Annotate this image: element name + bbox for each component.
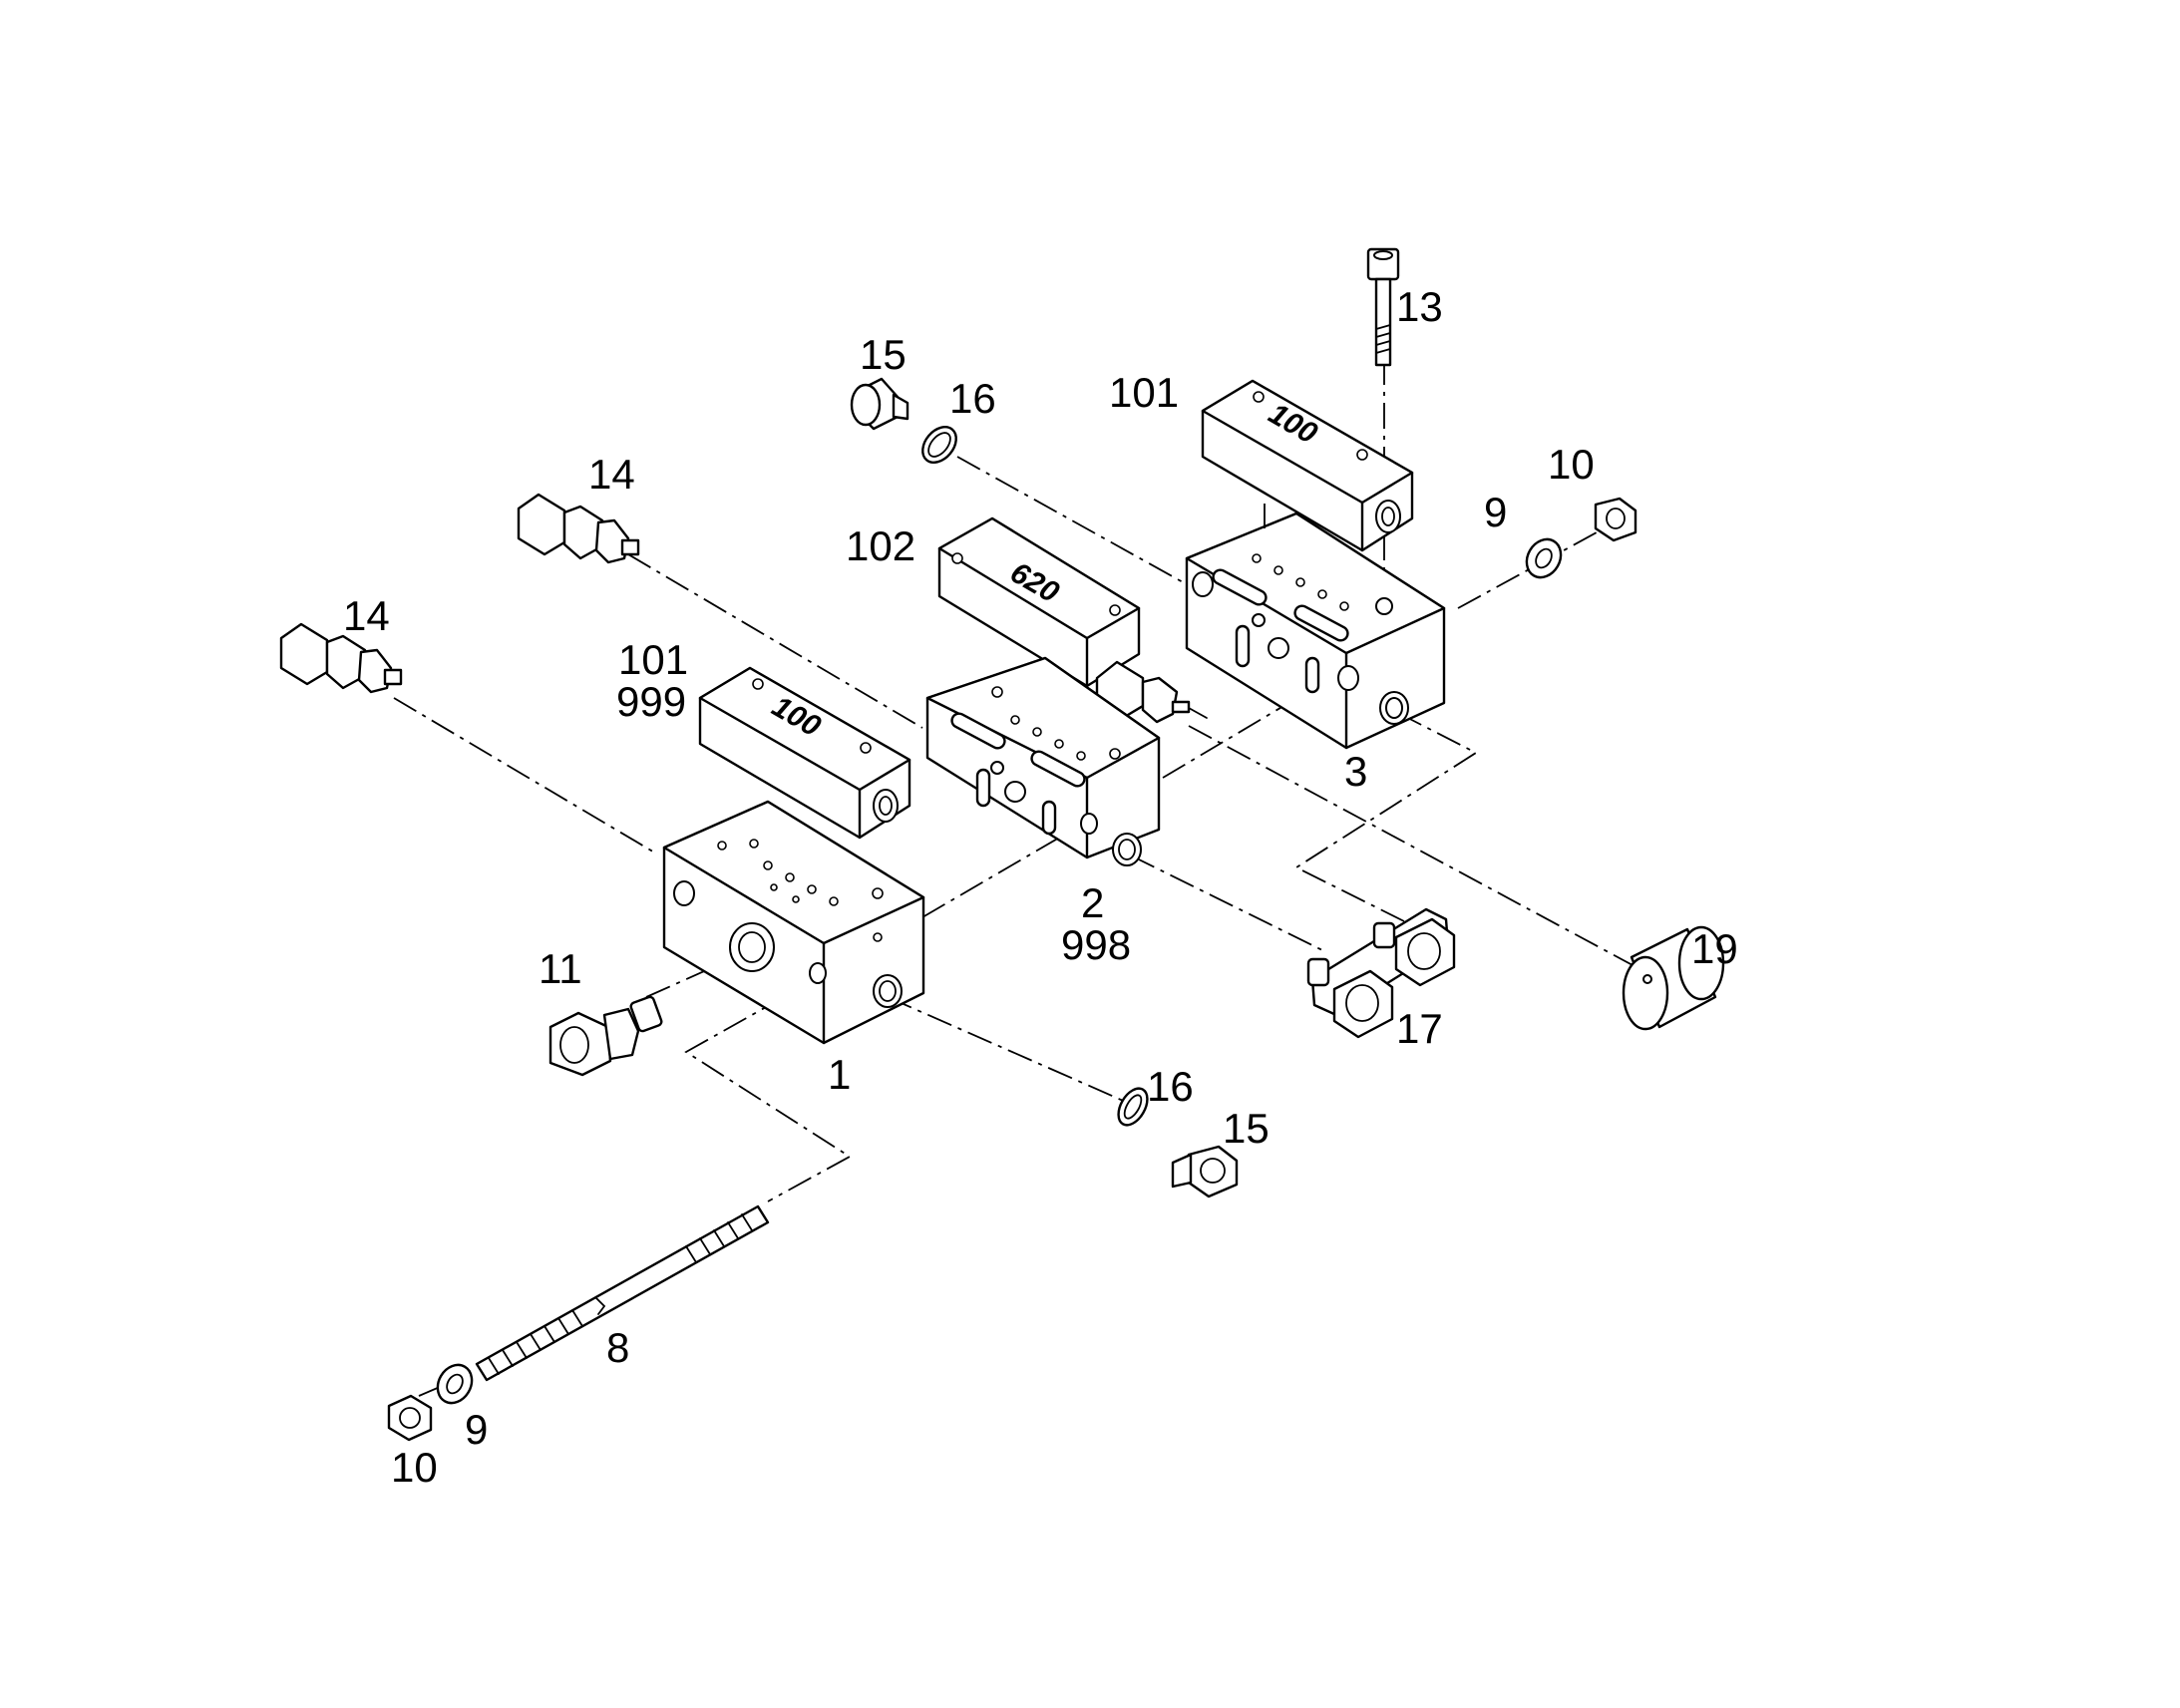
callout-101-top: 101: [1109, 369, 1179, 416]
plug-bottom: [1171, 1145, 1239, 1198]
callout-9-right: 9: [1484, 489, 1507, 535]
washer-left: [436, 1363, 474, 1405]
nut-left: [387, 1394, 433, 1442]
cover-plate-top: 100: [1201, 379, 1414, 552]
threaded-stud: [475, 1204, 770, 1382]
callout-9-left: 9: [465, 1406, 488, 1453]
oring-bottom: [1117, 1087, 1149, 1127]
leader-14-left: [393, 697, 657, 854]
callout-14-left: 14: [343, 592, 390, 639]
callout-999: 999: [616, 678, 686, 725]
callout-8: 8: [606, 1324, 629, 1371]
callout-15-top: 15: [860, 331, 907, 378]
callout-14-upper: 14: [588, 451, 635, 498]
leader-8-stud: [684, 974, 852, 1202]
leader-14-upper: [627, 553, 923, 729]
callout-2: 2: [1081, 879, 1104, 926]
valve-block-3: [1185, 512, 1446, 750]
callout-11: 11: [539, 945, 582, 992]
leader-9-10-right: [1457, 525, 1609, 609]
callout-16-bottom: 16: [1147, 1063, 1194, 1110]
callout-labels: 13 101 15 16 14 10 9 102 14 101 999 3 2 …: [343, 283, 1738, 1491]
washer-right: [1525, 537, 1563, 579]
fitting-bulkhead: [548, 995, 663, 1077]
valve-block-1: [662, 800, 925, 1045]
leader-block2-block3: [1162, 695, 1301, 779]
cover-plate-left: 100: [698, 666, 911, 840]
leader-8-washer: [418, 1380, 455, 1397]
fitting-on-620: [1095, 660, 1208, 724]
plug-top: [850, 377, 909, 431]
callout-19: 19: [1691, 925, 1738, 972]
nut-right: [1594, 497, 1637, 542]
callout-3: 3: [1344, 748, 1367, 795]
callout-16-top: 16: [949, 375, 996, 422]
callout-102: 102: [846, 522, 915, 569]
sleeve-cap: [1622, 925, 1725, 1031]
valve-block-2: [925, 656, 1161, 866]
callout-15-bottom: 15: [1223, 1105, 1270, 1152]
leader-16-15-bottom: [887, 996, 1138, 1108]
callout-1: 1: [828, 1051, 851, 1098]
callout-998: 998: [1061, 921, 1131, 968]
fitting-upper: [517, 493, 640, 564]
callout-10-left: 10: [391, 1444, 438, 1491]
callout-101-mid: 101: [618, 636, 688, 683]
callout-13: 13: [1396, 283, 1443, 330]
leader-17-manifold: [1130, 854, 1327, 953]
fitting-left: [279, 622, 403, 694]
manifold-bracket: [1306, 907, 1456, 1039]
oring-top: [921, 426, 957, 464]
socket-head-bolt: [1366, 247, 1400, 367]
leader-17-bracket: [1294, 712, 1478, 933]
callout-17: 17: [1396, 1005, 1443, 1052]
callout-10-right: 10: [1548, 441, 1595, 488]
cover-plate-620: 620: [937, 516, 1141, 688]
